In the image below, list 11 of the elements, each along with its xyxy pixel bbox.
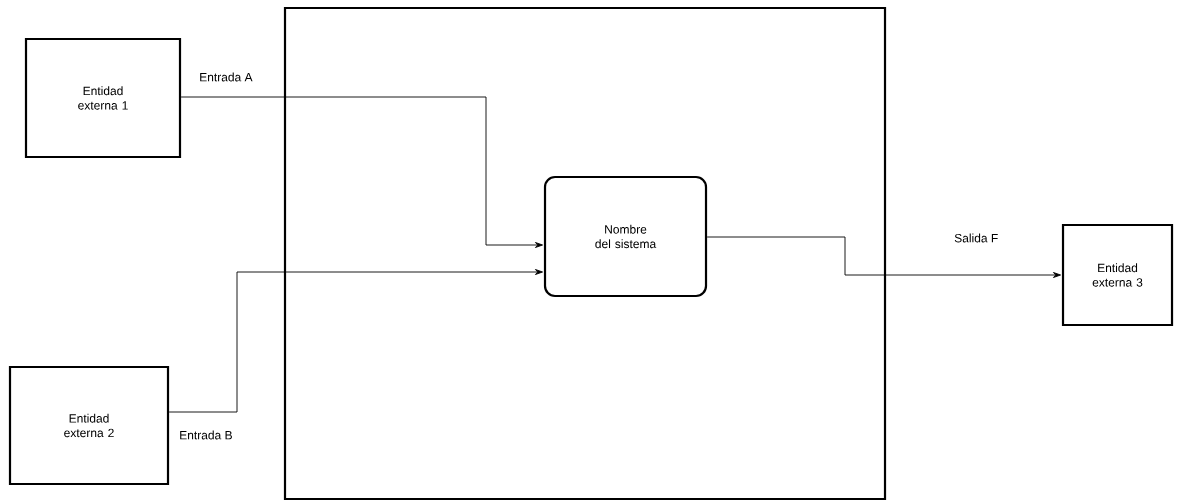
process-box: Nombre del sistema [543, 175, 708, 298]
entity-box: Entidad externa 2 [8, 365, 170, 486]
edge-label: Entrada A [198, 71, 254, 83]
edge-label: Salida F [953, 232, 1000, 244]
system-boundary [283, 6, 887, 501]
entity-box: Entidad externa 3 [1061, 223, 1174, 327]
arrow [706, 236, 1061, 278]
entity-box: Entidad externa 1 [24, 37, 182, 159]
arrow [168, 269, 543, 413]
arrow [180, 96, 543, 248]
edge-label: Entrada B [178, 429, 234, 441]
